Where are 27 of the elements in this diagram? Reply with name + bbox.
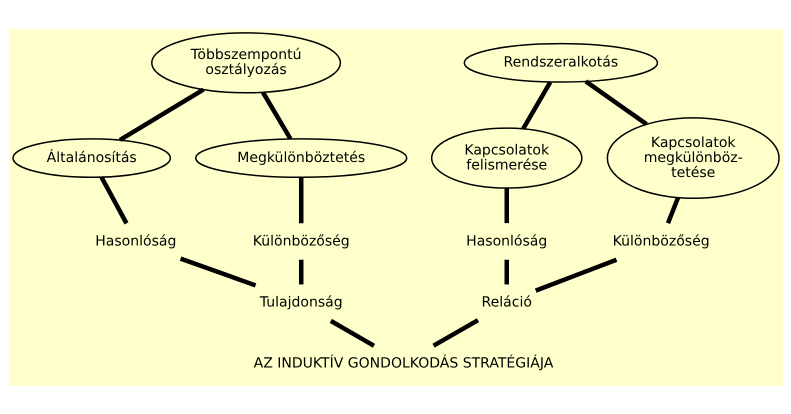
- node-text: Hasonlóság: [94, 232, 176, 249]
- node-text: Reláció: [481, 294, 532, 310]
- connector: [504, 188, 508, 223]
- node-ellipse: Megkülönböztetés: [194, 138, 407, 178]
- node-ellipse: Kapcsolatok megkülönböz- tetése: [606, 116, 780, 199]
- node-text: AZ INDUKTÍV GONDOLKODÁS STRATÉGIÁJA: [253, 355, 553, 372]
- connector: [298, 177, 303, 223]
- connector: [99, 176, 128, 224]
- connector: [534, 257, 617, 292]
- connector: [329, 318, 375, 348]
- connector: [665, 196, 680, 224]
- connector: [260, 90, 292, 140]
- connector: [520, 80, 552, 130]
- node-text: Különbözőség: [612, 232, 710, 249]
- node-text: Hasonlóság: [466, 232, 547, 249]
- connector: [504, 259, 508, 284]
- node-text: Különbözőség: [252, 232, 350, 249]
- node-ellipse: Rendszeralkotás: [463, 42, 658, 82]
- node-text: Tulajdonság: [259, 294, 342, 310]
- node-ellipse: Általánosítás: [12, 138, 171, 178]
- node-ellipse: Többszempontú osztályozás: [150, 32, 341, 94]
- connector: [432, 318, 479, 348]
- connector: [584, 79, 648, 126]
- node-ellipse: Kapcsolatok felismerése: [430, 126, 582, 188]
- connector: [118, 87, 204, 142]
- connector: [179, 256, 256, 288]
- connector: [298, 259, 303, 284]
